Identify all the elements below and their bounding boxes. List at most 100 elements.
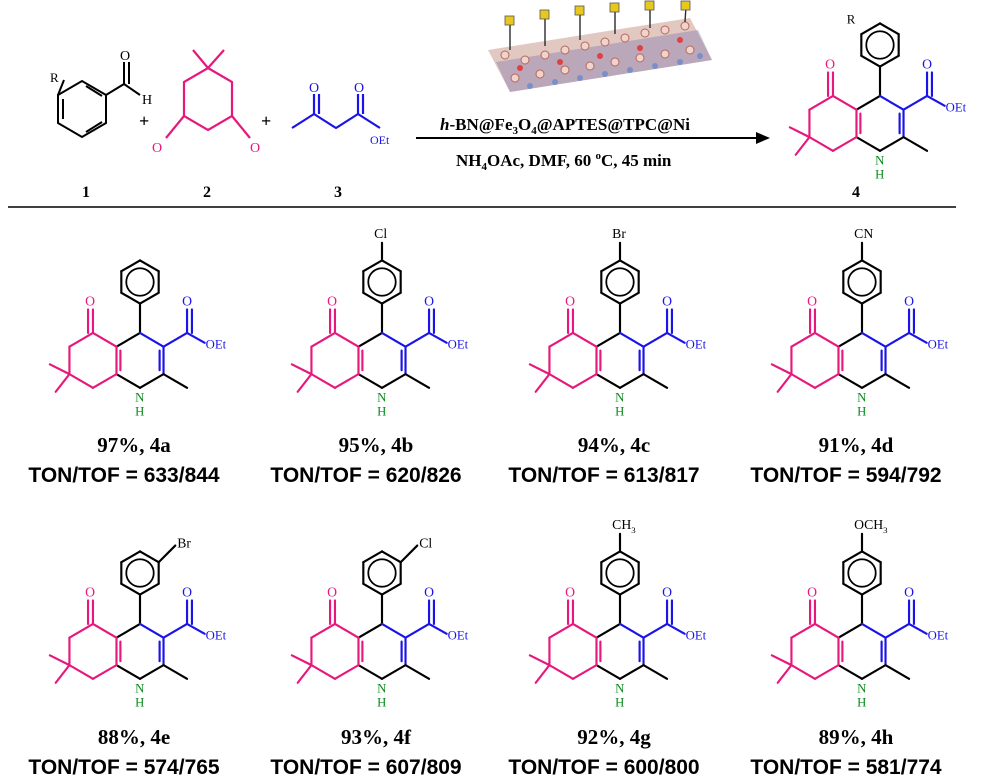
aryl-bond [120,259,142,273]
ring-bond [548,331,575,348]
ring-bond [115,664,142,680]
product-yield-label: 88%, 4e [98,725,170,749]
methyl-bond [534,664,551,684]
ring-bond [837,664,864,680]
ketone-o-label: O [807,294,817,309]
aromatic-circle [367,558,397,588]
reagent-1-benzaldehyde [57,62,141,139]
ring-bond [618,664,645,680]
ketone-o-label: O [565,585,575,600]
oet-label: OEt [928,338,949,352]
aromatic-circle [865,30,895,60]
ester-o-label: O [424,585,434,600]
ring-bond [860,622,887,639]
product-ton-tof-label: TON/TOF = 620/826 [270,464,461,487]
ester-bond [884,331,911,348]
h-label: H [377,404,386,418]
reagent-2-o-right: O [250,141,260,156]
ring-bond [380,622,407,639]
aryl-bond [362,582,384,596]
ring-bond [548,664,575,680]
ester-o-label: O [182,585,192,600]
ring-bond [618,373,645,389]
ring-bond [310,622,337,639]
methyl-bond [54,664,71,684]
n-label: N [377,682,386,696]
ring-bond [595,373,622,389]
ring-bond [860,331,887,348]
methyl-bond [534,373,551,393]
ring-bond [860,373,887,389]
ring-bond [813,664,840,680]
aryl-bond [860,582,882,596]
aryl-bond [600,259,622,273]
ester-bond [404,331,431,348]
ring-bond [380,331,407,348]
catalyst-label: h-BN@Fe3O4@APTES@TPC@Ni [440,115,690,137]
methyl-bond [770,654,793,667]
ring-bond [115,373,142,389]
n-label: N [857,391,866,405]
reagent-2-dimedone [165,49,251,139]
plus-sign-2: + [261,111,271,131]
ring-bond [310,331,337,348]
aryl-bond [860,259,882,273]
aryl-bond [138,291,160,305]
ester-o-label: O [662,294,672,309]
aryl-bond [138,550,160,564]
methyl-bond [902,136,929,152]
ester-o-bond [907,331,928,344]
ring-bond [380,664,407,680]
ketone-o-label: O [327,294,337,309]
methyl-bond [162,373,189,389]
ring-bond [837,373,864,389]
ring-bond [548,373,575,389]
ester-o-bond [907,622,928,635]
ring-bond [831,94,858,111]
methyl-bond [54,373,71,393]
h-label: H [135,404,144,418]
methyl-bond [794,136,811,156]
substituent-label: R [847,12,856,26]
aryl-bond [600,550,622,564]
product-yield-label: 95%, 4b [339,433,414,457]
ring-bond [595,622,622,639]
methyl-bond [404,664,431,680]
ketone-o-label: O [825,57,835,72]
aryl-bond [380,291,402,305]
h-label: H [875,167,884,181]
n-label: N [135,682,144,696]
ring-bond [837,622,864,639]
ring-bond [138,622,165,639]
ring-bond [571,373,598,389]
ring-bond [357,664,384,680]
ring-bond [855,136,882,152]
reagent-3-o-2: O [354,81,364,96]
aryl-bond [618,582,640,596]
ester-o-bond [427,331,448,344]
aromatic-circle [125,267,155,297]
methyl-bond [528,363,551,376]
aryl-bond [380,259,402,273]
product-ton-tof-label: TON/TOF = 600/800 [508,756,699,779]
ring-bond [790,331,817,348]
ketone-o-label: O [327,585,337,600]
ketone-o-label: O [85,585,95,600]
aryl-bond [120,582,142,596]
methyl-bond [788,126,811,139]
ring-bond [333,664,360,680]
methyl-bond [884,373,911,389]
aryl-bond [120,291,142,305]
product-yield-label: 91%, 4d [819,433,894,457]
n-label: N [615,682,624,696]
ester-o-label: O [904,294,914,309]
ring-bond [618,331,645,348]
methyl-bond [296,664,313,684]
ring-bond [68,622,95,639]
reagent-1-o-label: O [120,49,130,64]
methyl-bond [770,363,793,376]
